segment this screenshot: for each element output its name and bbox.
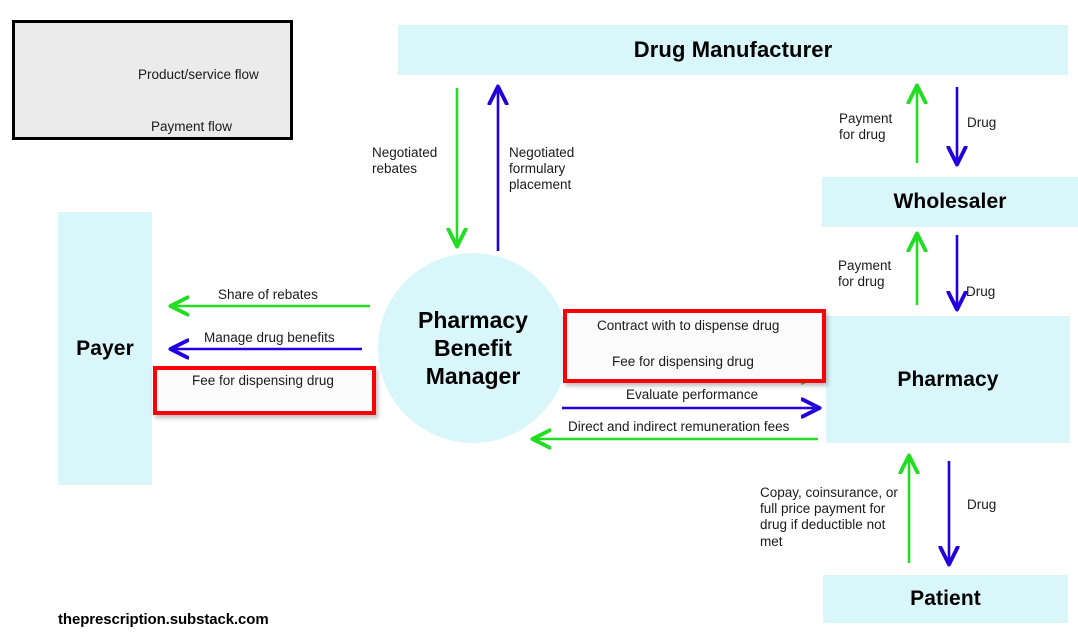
entity-label-drug-manufacturer: Drug Manufacturer <box>633 37 833 62</box>
flow-label-fee-for-dispensing-drug-payer: Fee for dispensing drug <box>192 373 334 388</box>
entity-pharmacy-benefit-manager: Pharmacy Benefit Manager <box>378 253 568 443</box>
legend-item-payment-flow: Payment flow <box>151 119 232 134</box>
flow-label-payment-for-drug-wholesaler: Payment for drug <box>838 258 892 290</box>
entity-label-wholesaler: Wholesaler <box>893 190 1007 213</box>
entity-payer: Payer <box>58 212 152 485</box>
flow-label-payment-for-drug-manufacturer: Payment for drug <box>839 111 893 143</box>
flow-label-drug-pharmacy-to-patient: Drug <box>967 497 997 512</box>
flow-label-contract-with-to-dispense-drug: Contract with to dispense drug <box>597 318 780 333</box>
flow-label-negotiated-formulary-placement: Negotiated formulary placement <box>509 145 575 193</box>
entity-label-pharmacy: Pharmacy <box>897 367 999 391</box>
entity-label-patient: Patient <box>910 587 981 610</box>
entity-label-payer: Payer <box>76 336 134 360</box>
highlight-box-payer-fee <box>153 366 376 415</box>
entity-drug-manufacturer: Drug Manufacturer <box>398 25 1068 75</box>
flow-label-copay-payment: Copay, coinsurance, or full price paymen… <box>760 485 898 549</box>
entity-wholesaler: Wholesaler <box>822 177 1078 227</box>
legend-item-product-service-flow: Product/service flow <box>138 67 259 82</box>
flow-label-share-of-rebates: Share of rebates <box>218 287 318 302</box>
legend-label-product-service-flow: Product/service flow <box>138 67 259 82</box>
flow-label-fee-for-dispensing-drug-pharmacy: Fee for dispensing drug <box>612 354 754 369</box>
legend-panel: Product/service flow Payment flow <box>12 20 293 140</box>
flow-label-drug-manufacturer-to-wholesaler: Drug <box>967 115 997 130</box>
legend-label-payment-flow: Payment flow <box>151 119 233 134</box>
flow-label-manage-drug-benefits: Manage drug benefits <box>204 330 335 345</box>
entity-patient: Patient <box>823 575 1068 623</box>
flow-label-direct-and-indirect-remuneration-fees: Direct and indirect remuneration fees <box>568 419 790 434</box>
flow-label-drug-wholesaler-to-pharmacy: Drug <box>966 284 996 299</box>
highlight-box-pharmacy-contract-fee <box>563 309 826 383</box>
entity-label-pharmacy-benefit-manager: Pharmacy Benefit Manager <box>418 306 528 390</box>
flow-label-evaluate-performance: Evaluate performance <box>626 387 759 402</box>
flow-label-negotiated-rebates: Negotiated rebates <box>372 145 438 177</box>
entity-pharmacy: Pharmacy <box>826 316 1070 443</box>
footer-attribution: theprescription.substack.com <box>58 611 269 628</box>
